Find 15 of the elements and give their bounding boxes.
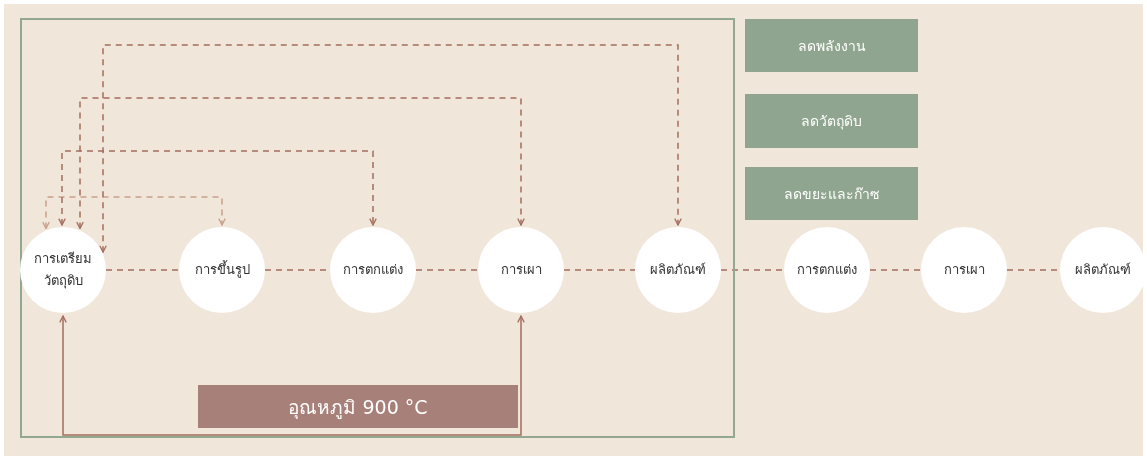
arrow (42, 196, 226, 230)
connector-line (105, 269, 180, 271)
connector-line (563, 269, 636, 271)
process-frame (20, 18, 735, 438)
benefit-box: ลดขยะและก๊าซ (745, 167, 918, 220)
arrow (59, 315, 525, 436)
connector-line (720, 269, 785, 271)
temperature-box: อุณหภูมิ 900 °C (198, 385, 518, 428)
connector-line (869, 269, 922, 271)
arrow (76, 97, 525, 230)
arrow (99, 44, 682, 253)
connector-line (415, 269, 479, 271)
benefit-box: ลดพลังงาน (745, 19, 918, 72)
benefit-box: ลดวัตถุดิบ (745, 94, 918, 148)
arrow (58, 150, 377, 226)
